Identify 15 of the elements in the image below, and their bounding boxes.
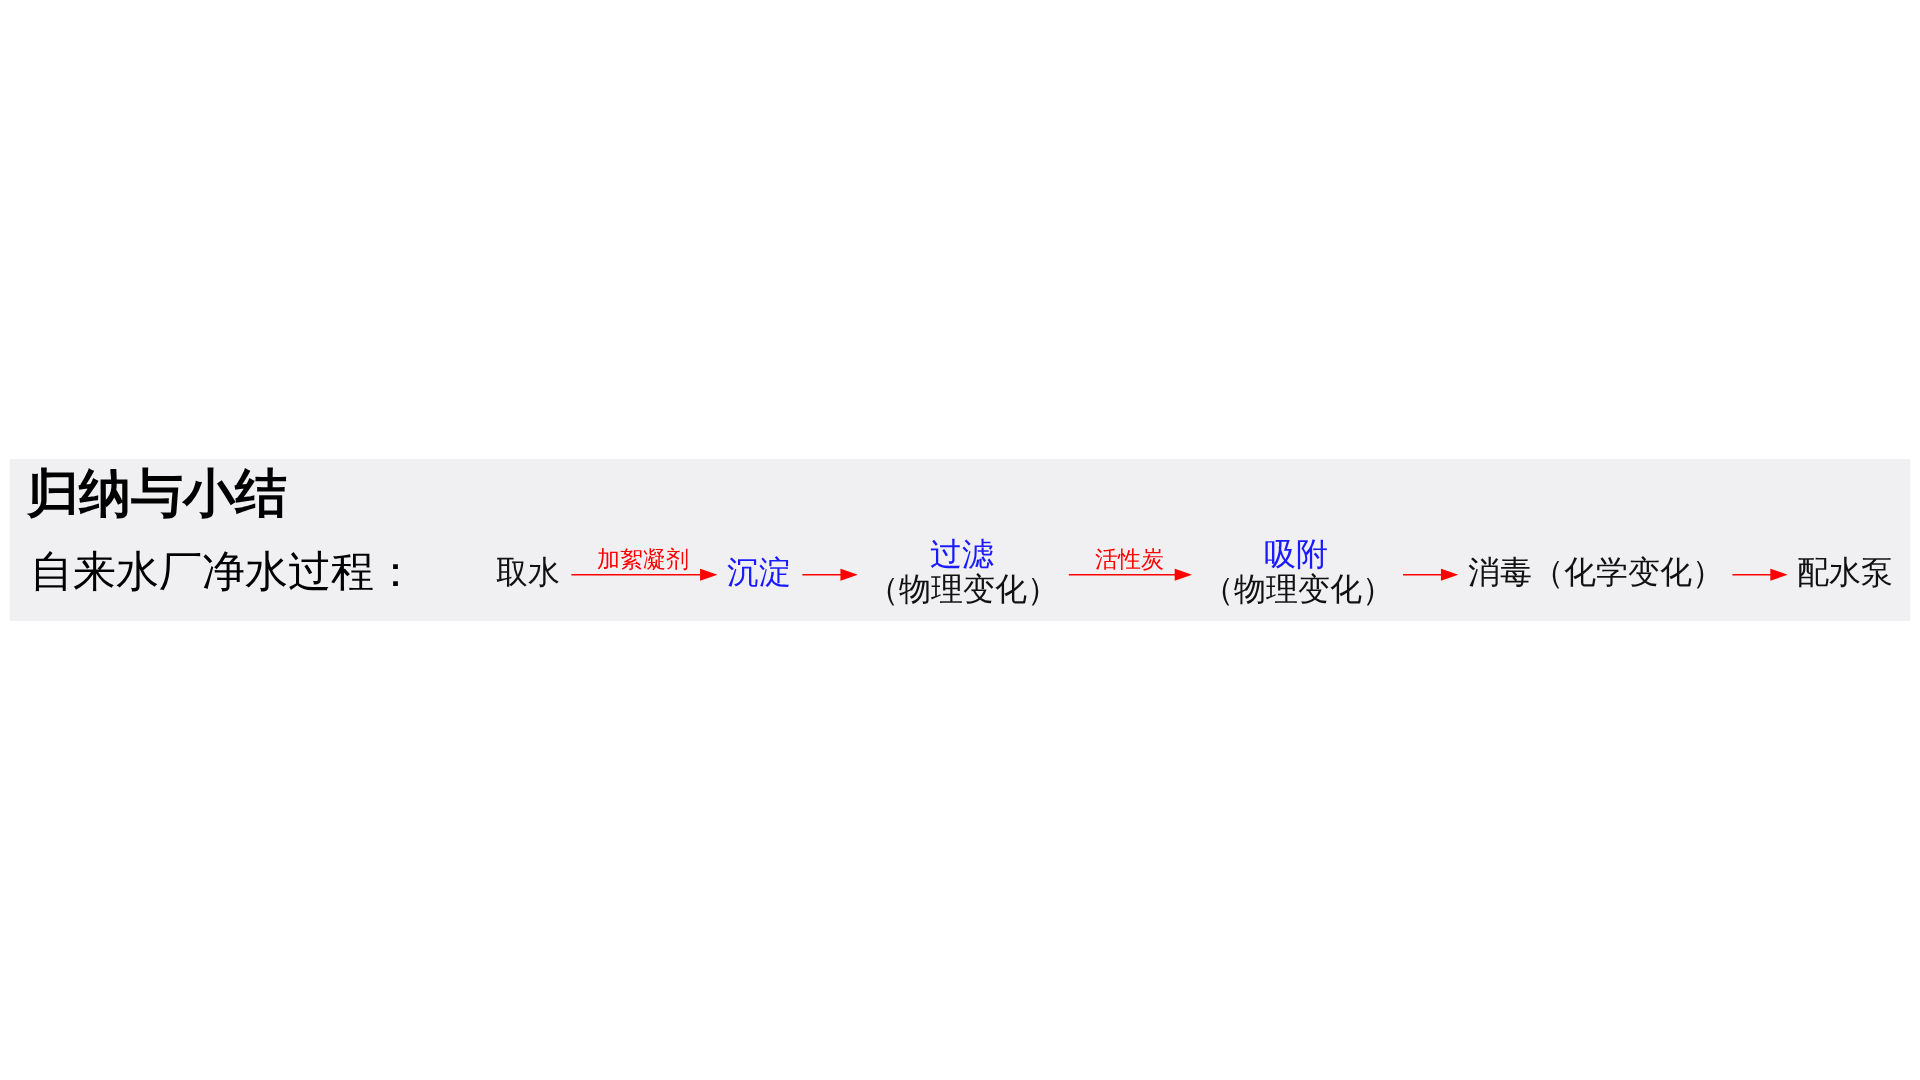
arrow (801, 568, 858, 581)
edge-label: 加絮凝剂 (597, 546, 690, 573)
label: 自来水厂净水过程： (29, 545, 417, 596)
edge-label: 活性炭 (1094, 546, 1164, 573)
node-text: 消毒（化学变化） (1467, 552, 1724, 591)
arrow (1402, 568, 1459, 581)
node-text: 沉淀 (727, 552, 792, 591)
node-text: 配水泵 (1797, 552, 1894, 591)
diagram-title: 归纳与小结 (27, 462, 288, 523)
node-text: 过滤 （物理变化） (867, 535, 1060, 609)
node-text: 取水 (495, 552, 560, 591)
arrow (570, 568, 718, 581)
node-text: 吸附 （物理变化） (1201, 535, 1394, 609)
arrow (1731, 568, 1788, 581)
arrow (1068, 568, 1193, 581)
